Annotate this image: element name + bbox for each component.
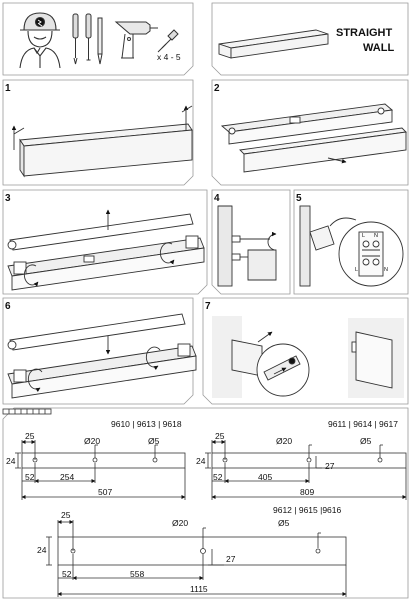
length-label: 507 bbox=[98, 487, 112, 497]
screwdriver-icon bbox=[72, 13, 103, 65]
terminal-label: N bbox=[384, 267, 388, 273]
step-number: 2 bbox=[214, 83, 220, 94]
dimension-drawing-2: 9611 | 9614 | 9617 24 25 Ø20 Ø5 27 52 40… bbox=[196, 419, 407, 500]
step-number: 6 bbox=[5, 301, 11, 312]
product-panel: STRAIGHT WALL bbox=[218, 27, 394, 59]
model-numbers-label: 9611 | 9614 | 9617 bbox=[328, 419, 398, 429]
large-hole-label: Ø20 bbox=[276, 436, 292, 446]
model-numbers-label: 9610 | 9613 | 9618 bbox=[111, 419, 182, 429]
step-number: 1 bbox=[5, 83, 11, 94]
edge-offset-label: 52 bbox=[213, 472, 223, 482]
hole-spacing-label: 558 bbox=[130, 569, 144, 579]
drill-icon bbox=[114, 21, 158, 59]
worker-icon bbox=[19, 12, 61, 69]
step-numbers: 1 2 3 4 5 6 7 bbox=[5, 83, 302, 312]
tools-panel: x 4 - 5 bbox=[19, 12, 181, 69]
height-label: 24 bbox=[196, 456, 206, 466]
small-hole-label: Ø5 bbox=[360, 436, 372, 446]
edge-offset-label: 52 bbox=[62, 569, 72, 579]
length-label: 809 bbox=[300, 487, 314, 497]
step4-illustration bbox=[217, 205, 277, 287]
wall-plug-icon bbox=[157, 29, 179, 53]
scale-ruler bbox=[2, 408, 52, 415]
hole-spacing-label: 254 bbox=[60, 472, 74, 482]
hole-spacing-label: 405 bbox=[258, 472, 272, 482]
depth-label: 27 bbox=[325, 461, 335, 471]
step2-illustration bbox=[220, 103, 407, 173]
height-label: 24 bbox=[37, 545, 47, 555]
step1-illustration bbox=[11, 105, 193, 178]
edge-offset-label: 52 bbox=[25, 472, 35, 482]
terminal-label: N bbox=[374, 233, 378, 239]
large-hole-label: Ø20 bbox=[172, 518, 188, 528]
product-title-line1: STRAIGHT bbox=[336, 27, 393, 39]
dimension-drawing-3: 9612 | 9615 |9616 24 25 Ø20 Ø5 27 52 558… bbox=[37, 505, 347, 597]
depth-label: 27 bbox=[226, 554, 236, 564]
length-label: 1115 bbox=[190, 584, 208, 594]
step5-illustration bbox=[299, 205, 404, 287]
step-number: 5 bbox=[296, 193, 302, 204]
hole-offset-label: 25 bbox=[215, 431, 225, 441]
step7-illustration bbox=[212, 316, 404, 398]
height-label: 24 bbox=[6, 456, 16, 466]
model-numbers-label: 9612 | 9615 |9616 bbox=[273, 505, 342, 515]
hole-offset-label: 25 bbox=[61, 510, 71, 520]
step3-illustration bbox=[7, 209, 205, 291]
large-hole-label: Ø20 bbox=[84, 436, 100, 446]
small-hole-label: Ø5 bbox=[278, 518, 290, 528]
small-hole-label: Ø5 bbox=[148, 436, 160, 446]
product-title-line2: WALL bbox=[363, 42, 394, 54]
terminal-label: L bbox=[362, 233, 365, 239]
lamp-bar-illustration bbox=[218, 29, 329, 59]
terminal-label: L bbox=[355, 267, 358, 273]
wiring-terminal-labels: L N L N bbox=[355, 233, 388, 273]
step6-illustration bbox=[7, 313, 197, 399]
dimension-drawing-1: 9610 | 9613 | 9618 24 25 Ø20 Ø5 52 254 5… bbox=[6, 419, 186, 500]
step-number: 4 bbox=[214, 193, 220, 204]
step-number: 7 bbox=[205, 301, 211, 312]
tool-count-label: x 4 - 5 bbox=[157, 52, 181, 62]
step-number: 3 bbox=[5, 193, 11, 204]
hole-offset-label: 25 bbox=[25, 431, 35, 441]
